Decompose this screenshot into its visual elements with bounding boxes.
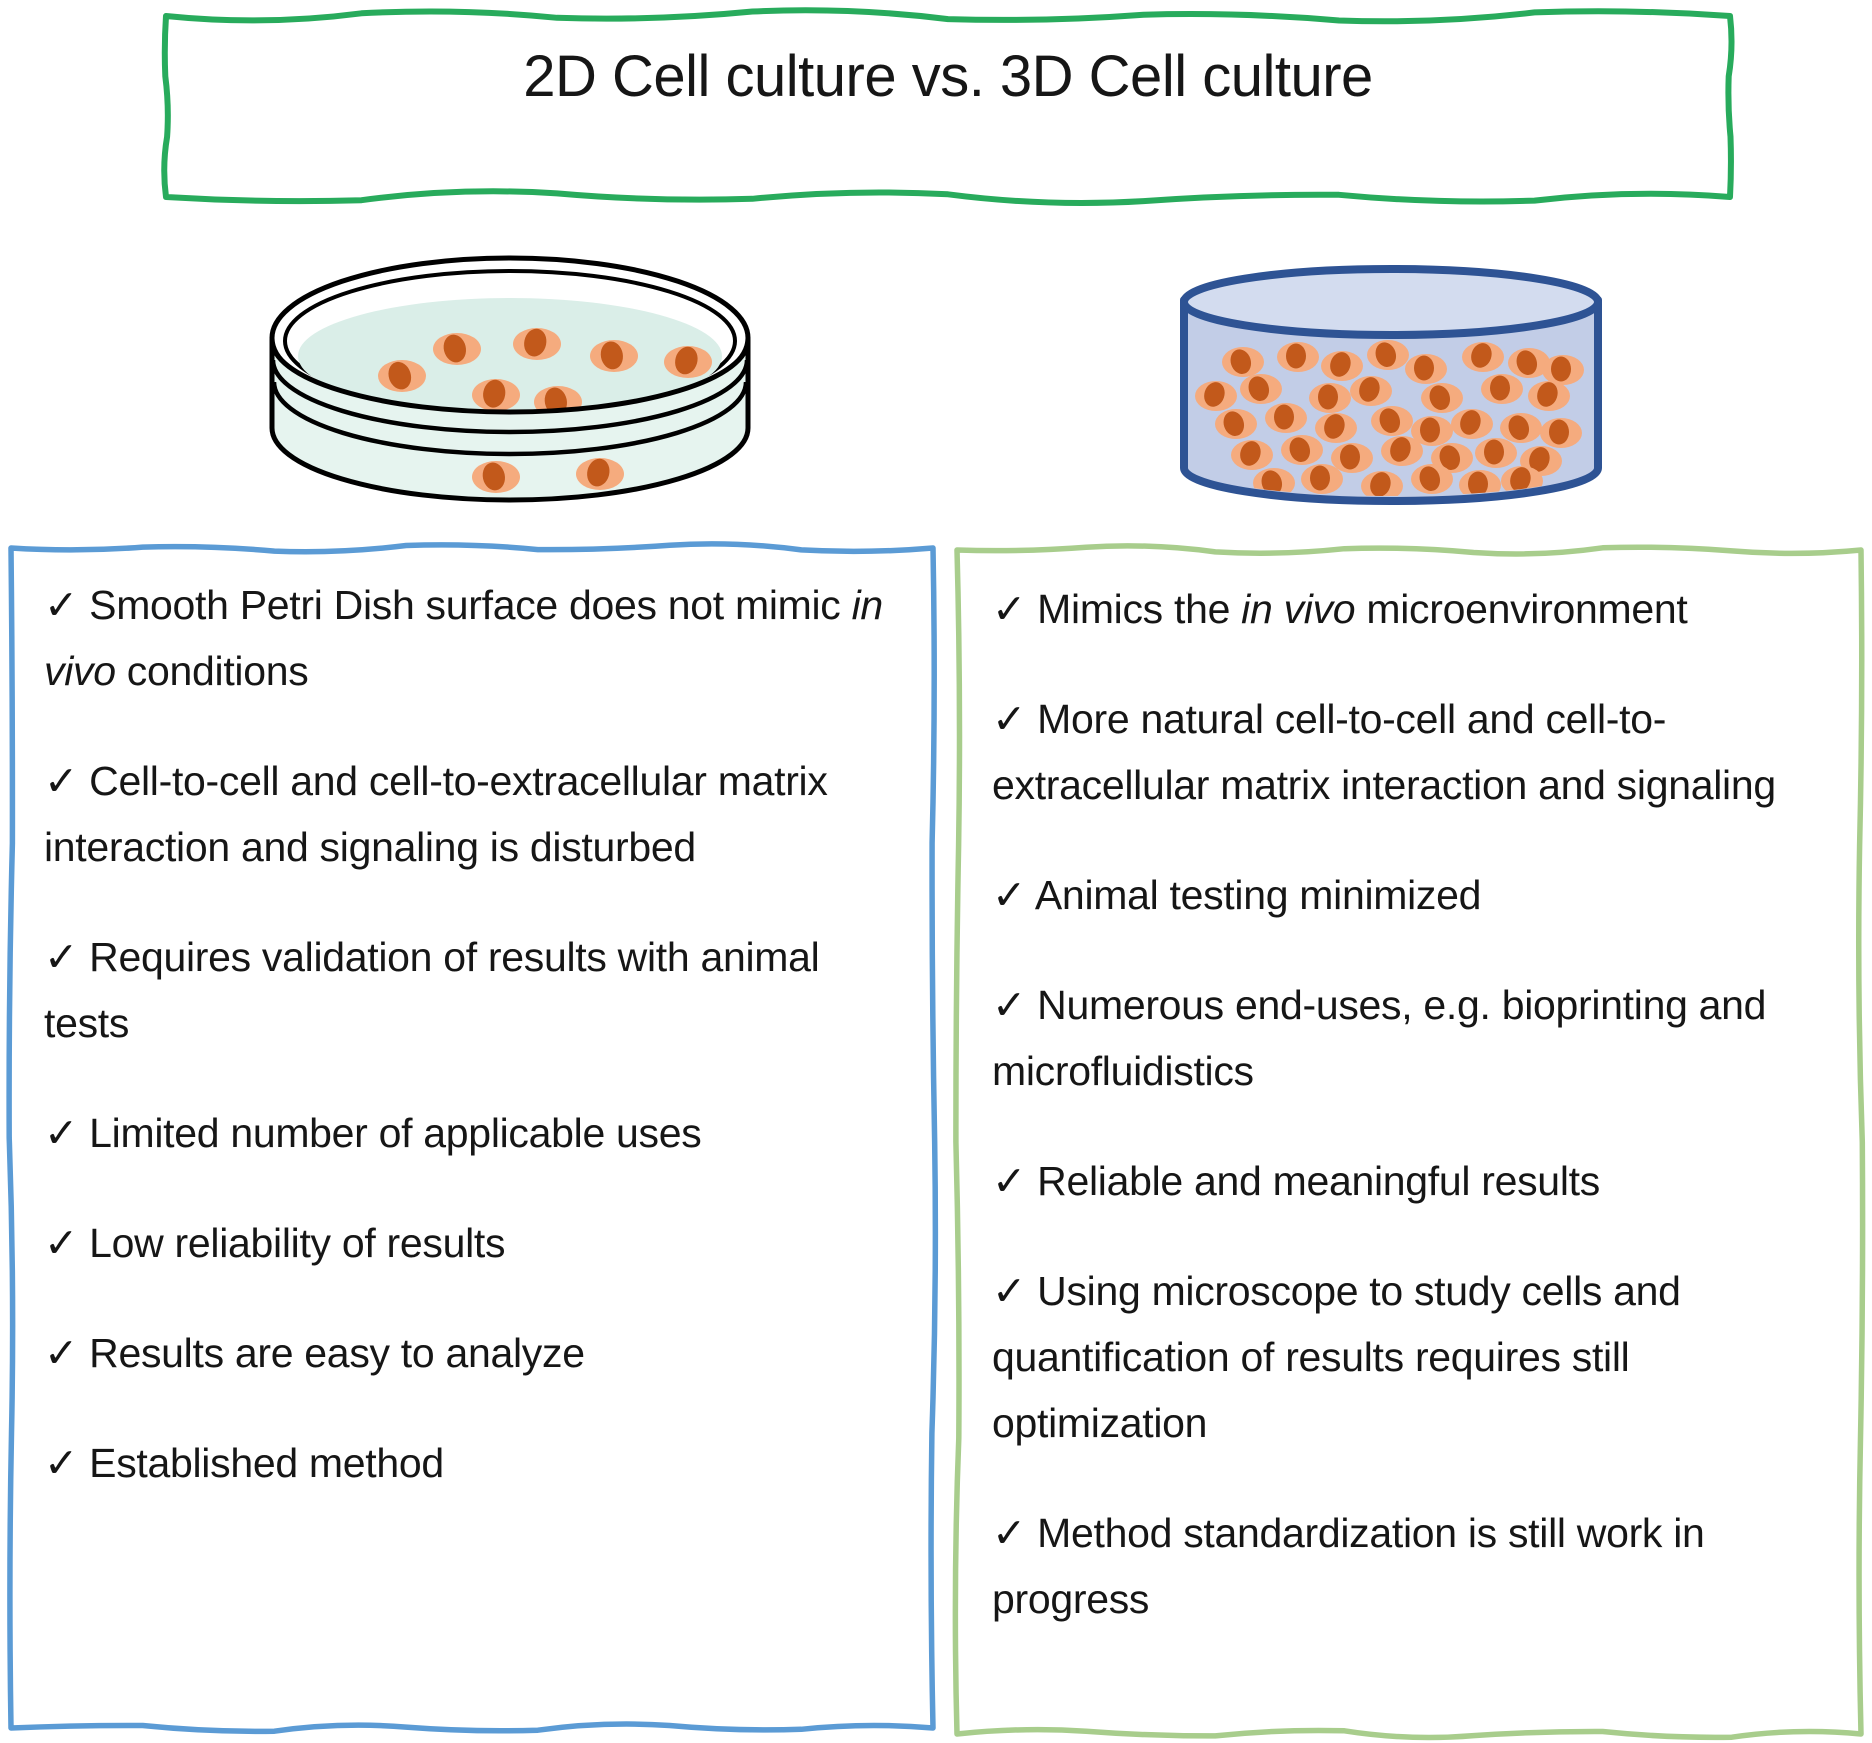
cell bbox=[1309, 383, 1351, 413]
cell bbox=[1240, 374, 1282, 404]
cell bbox=[1431, 443, 1473, 473]
cell bbox=[1481, 374, 1523, 404]
cell bbox=[433, 333, 481, 365]
cell bbox=[1542, 355, 1584, 385]
check-icon: ✓ bbox=[44, 758, 90, 804]
checklist-item: ✓ Cell-to-cell and cell-to-extracellular… bbox=[44, 748, 902, 880]
panel-2d-checklist: ✓ Smooth Petri Dish surface does not mim… bbox=[44, 572, 902, 1540]
item-text: Using microscope to study cells and quan… bbox=[992, 1268, 1681, 1446]
right-panel-border bbox=[952, 543, 1866, 1741]
checklist-item: ✓ Smooth Petri Dish surface does not mim… bbox=[44, 572, 902, 704]
check-icon: ✓ bbox=[44, 934, 90, 980]
checklist-item: ✓ Limited number of applicable uses bbox=[44, 1100, 902, 1166]
cell bbox=[1500, 413, 1542, 443]
cell bbox=[1411, 464, 1453, 494]
cell bbox=[1231, 440, 1273, 470]
cell bbox=[1462, 342, 1504, 372]
panel-3d-checklist: ✓ Mimics the in vivo microenvironment✓ M… bbox=[992, 576, 1848, 1676]
checklist-item: ✓ More natural cell-to-cell and cell-to-… bbox=[992, 686, 1848, 818]
title-box-border bbox=[161, 7, 1735, 206]
item-text: Numerous end-uses, e.g. bioprinting and … bbox=[992, 982, 1767, 1094]
cell bbox=[1215, 409, 1257, 439]
check-icon: ✓ bbox=[992, 1510, 1038, 1556]
cell bbox=[1371, 406, 1413, 436]
checklist-item: ✓ Established method bbox=[44, 1430, 902, 1496]
checklist-item: ✓ Results are easy to analyze bbox=[44, 1320, 902, 1386]
check-icon: ✓ bbox=[992, 586, 1038, 632]
item-text: Method standardization is still work in … bbox=[992, 1510, 1705, 1622]
item-text: Smooth Petri Dish surface does not mimic bbox=[89, 582, 852, 628]
checklist-item: ✓ Reliable and meaningful results bbox=[992, 1148, 1848, 1214]
check-icon: ✓ bbox=[44, 1220, 90, 1266]
cell bbox=[1265, 403, 1307, 433]
cell bbox=[1367, 340, 1409, 370]
cell bbox=[472, 379, 520, 411]
latin-term: in vivo bbox=[44, 582, 883, 694]
item-text: Results are easy to analyze bbox=[89, 1330, 585, 1376]
checklist-item: ✓ Animal testing minimized bbox=[992, 862, 1848, 928]
cell bbox=[378, 360, 426, 392]
check-icon: ✓ bbox=[992, 696, 1038, 742]
cell bbox=[1405, 354, 1447, 384]
cell bbox=[1301, 464, 1343, 494]
check-icon: ✓ bbox=[44, 1110, 90, 1156]
cell bbox=[1331, 443, 1373, 473]
cell bbox=[1350, 376, 1392, 406]
item-text: microenvironment bbox=[1355, 586, 1688, 632]
item-text: Mimics the bbox=[1037, 586, 1242, 632]
item-text: Reliable and meaningful results bbox=[1037, 1158, 1600, 1204]
cell bbox=[1321, 351, 1363, 381]
checklist-item: ✓ Mimics the in vivo microenvironment bbox=[992, 576, 1848, 642]
cell bbox=[1361, 471, 1403, 496]
cell bbox=[1508, 348, 1550, 378]
cell bbox=[1475, 438, 1517, 468]
cell bbox=[1381, 436, 1423, 466]
culture-vessel-3d-illustration bbox=[1180, 265, 1602, 505]
cell bbox=[472, 461, 520, 493]
diagram-title: 2D Cell culture vs. 3D Cell culture bbox=[523, 44, 1373, 109]
cell bbox=[1421, 383, 1463, 413]
check-icon: ✓ bbox=[44, 1440, 90, 1486]
cell bbox=[576, 458, 624, 490]
check-icon: ✓ bbox=[992, 982, 1038, 1028]
cell bbox=[1528, 381, 1570, 411]
checklist-item: ✓ Numerous end-uses, e.g. bioprinting an… bbox=[992, 972, 1848, 1104]
check-icon: ✓ bbox=[992, 1268, 1038, 1314]
item-text: Cell-to-cell and cell-to-extracellular m… bbox=[44, 758, 828, 870]
cell bbox=[590, 340, 638, 372]
cell bbox=[1315, 413, 1357, 443]
check-icon: ✓ bbox=[44, 1330, 90, 1376]
vessel-cells bbox=[1195, 340, 1584, 496]
petri-dish-2d-illustration bbox=[269, 255, 751, 503]
checklist-item: ✓ Method standardization is still work i… bbox=[992, 1500, 1848, 1632]
left-panel-border bbox=[6, 541, 939, 1735]
cell bbox=[1277, 342, 1319, 372]
cell bbox=[1540, 418, 1582, 448]
checklist-item: ✓ Requires validation of results with an… bbox=[44, 924, 902, 1056]
item-text: conditions bbox=[115, 648, 309, 694]
item-text: Requires validation of results with anim… bbox=[44, 934, 820, 1046]
cell bbox=[1195, 381, 1237, 411]
cell bbox=[664, 346, 712, 378]
item-text: Animal testing minimized bbox=[1034, 872, 1482, 918]
cell bbox=[513, 328, 561, 360]
cell bbox=[1222, 347, 1264, 377]
checklist-item: ✓ Using microscope to study cells and qu… bbox=[992, 1258, 1848, 1456]
cell bbox=[1451, 409, 1493, 439]
item-text: More natural cell-to-cell and cell-to-ex… bbox=[992, 696, 1776, 808]
check-icon: ✓ bbox=[992, 872, 1035, 918]
cell bbox=[1411, 416, 1453, 446]
item-text: Limited number of applicable uses bbox=[89, 1110, 702, 1156]
checklist-item: ✓ Low reliability of results bbox=[44, 1210, 902, 1276]
check-icon: ✓ bbox=[992, 1158, 1038, 1204]
cell bbox=[1281, 435, 1323, 465]
item-text: Established method bbox=[89, 1440, 444, 1486]
latin-term: in vivo bbox=[1241, 586, 1356, 632]
check-icon: ✓ bbox=[44, 582, 90, 628]
item-text: Low reliability of results bbox=[89, 1220, 506, 1266]
